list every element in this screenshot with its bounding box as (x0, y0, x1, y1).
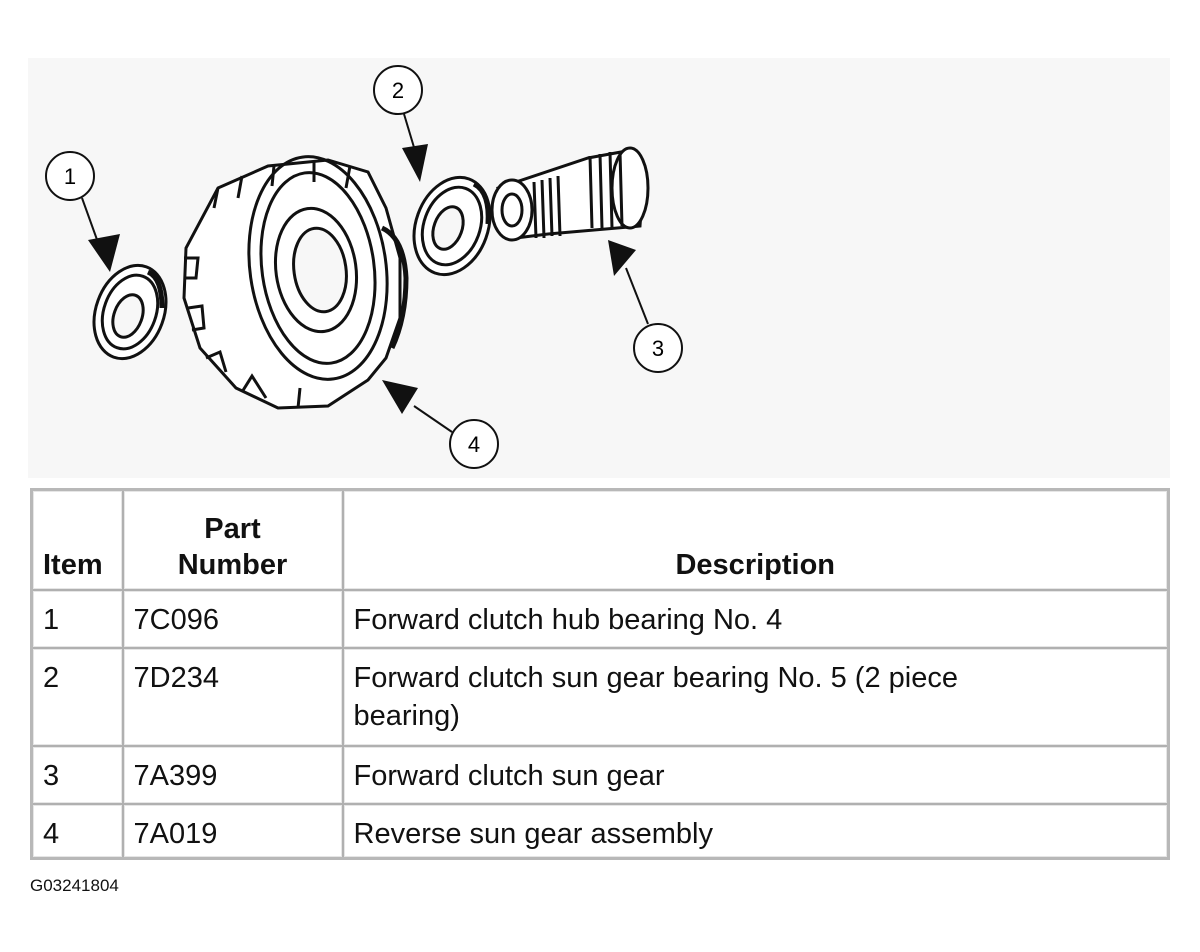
cell-item: 3 (30, 745, 124, 805)
forward-clutch-sun-gear-part (490, 146, 650, 242)
sun-gear-bearing-part (412, 175, 492, 277)
reverse-sun-gear-assembly-part (182, 155, 409, 410)
header-part-number: Part Number (121, 488, 344, 591)
table-row: 3 7A399 Forward clutch sun gear (30, 745, 1170, 805)
callout-3-label: 3 (652, 336, 664, 361)
table-row: 4 7A019 Reverse sun gear assembly (30, 803, 1170, 860)
header-part-line1: Part (204, 513, 261, 545)
header-part-line2: Number (177, 549, 288, 581)
cell-part-number: 7D234 (121, 647, 344, 747)
cell-description: Forward clutch sun gear (341, 745, 1170, 805)
callout-4-label: 4 (468, 432, 480, 457)
callout-3: 3 (608, 240, 683, 373)
cell-description: Forward clutch sun gear bearing No. 5 (2… (341, 647, 1170, 747)
cell-description: Reverse sun gear assembly (341, 803, 1170, 860)
cell-part-number: 7A019 (121, 803, 344, 860)
table-row: 2 7D234 Forward clutch sun gear bearing … (30, 647, 1170, 747)
cell-item: 4 (30, 803, 124, 860)
callout-2: 2 (373, 65, 428, 182)
hub-bearing-part (92, 263, 168, 361)
cell-description: Forward clutch hub bearing No. 4 (341, 589, 1170, 649)
callout-4: 4 (382, 380, 499, 469)
parts-table: Item Part Number Description 1 7C096 For… (30, 488, 1170, 860)
callout-2-label: 2 (392, 78, 404, 103)
cell-part-number: 7C096 (121, 589, 344, 649)
header-item: Item (30, 488, 124, 591)
figure-id: G03241804 (30, 876, 119, 895)
cell-item: 1 (30, 589, 124, 649)
cell-part-number: 7A399 (121, 745, 344, 805)
table-row: 1 7C096 Forward clutch hub bearing No. 4 (30, 589, 1170, 649)
table-header-row: Item Part Number Description (30, 488, 1170, 591)
callout-1: 1 (45, 151, 120, 272)
exploded-view-diagram: 1 2 3 4 (28, 58, 1170, 478)
callout-1-label: 1 (64, 164, 76, 189)
header-description: Description (341, 488, 1170, 591)
cell-item: 2 (30, 647, 124, 747)
